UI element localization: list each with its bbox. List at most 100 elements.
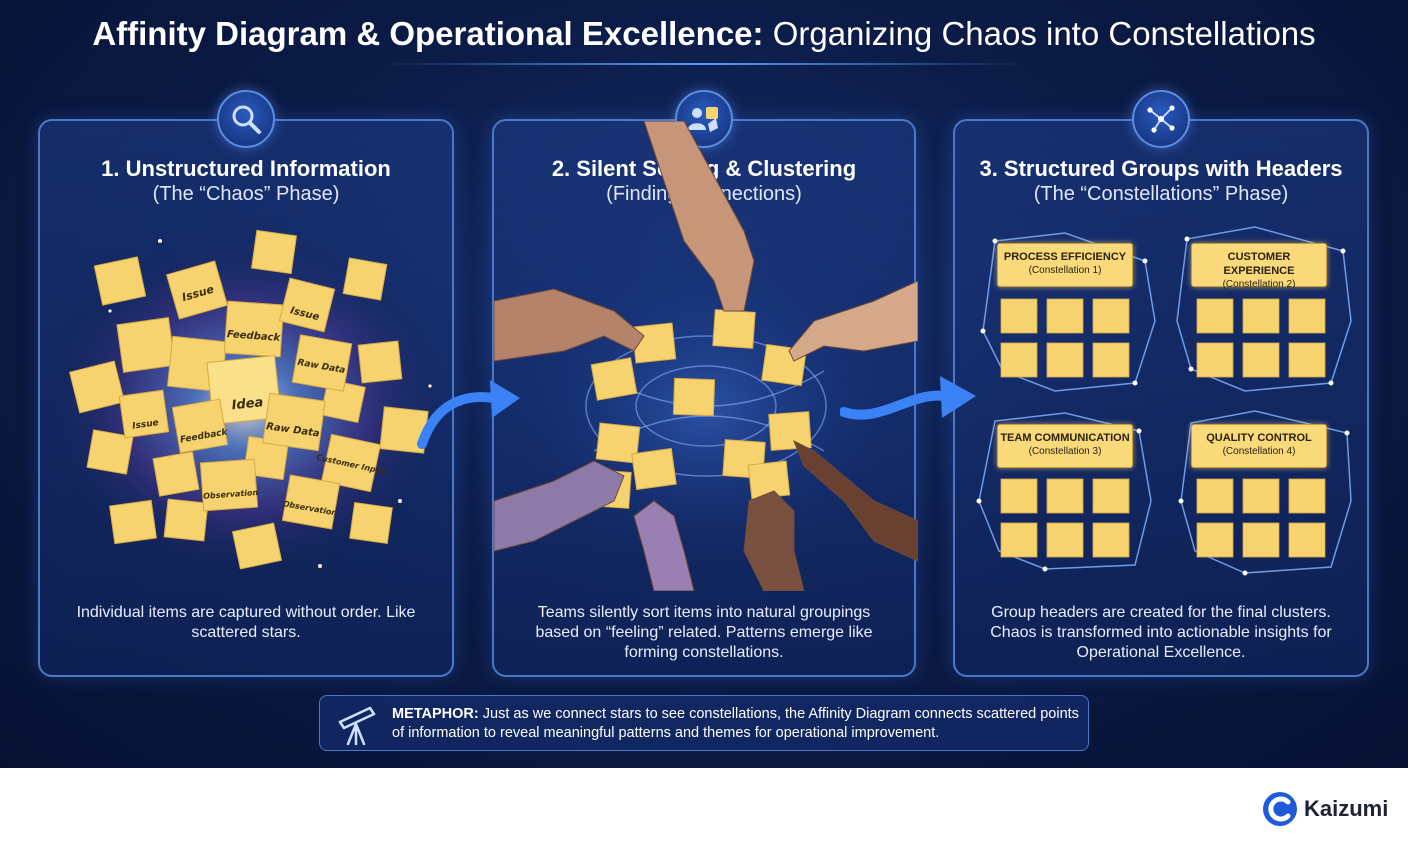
note-customer-input: Customer Input xyxy=(315,433,387,493)
star-node xyxy=(1042,566,1048,572)
sticky-note xyxy=(1242,478,1280,514)
sticky-note xyxy=(1196,298,1234,334)
hand xyxy=(633,500,695,591)
sticky-note xyxy=(1092,342,1130,378)
page-title: Affinity Diagram & Operational Excellenc… xyxy=(0,14,1408,54)
panel-1-subtitle: (The “Chaos” Phase) xyxy=(152,183,340,205)
sticky-note xyxy=(231,522,283,570)
sticky-note xyxy=(1046,522,1084,558)
sticky-note xyxy=(357,340,403,384)
sticky-note xyxy=(320,378,366,424)
star-node xyxy=(1142,258,1148,264)
telescope-icon xyxy=(338,706,376,746)
note-observation-2: Observation xyxy=(281,474,341,530)
sticky-note xyxy=(1092,522,1130,558)
hand xyxy=(793,439,918,562)
star-node xyxy=(1242,570,1248,576)
title-bold: Affinity Diagram & Operational Excellenc… xyxy=(92,15,764,52)
connection-ring xyxy=(585,335,827,477)
panel-unstructured: 1. Unstructured Information (The “Chaos”… xyxy=(38,90,454,677)
metaphor-body: Just as we connect stars to see constell… xyxy=(392,706,1079,741)
constellation-groups-scene xyxy=(976,226,1352,576)
star-node xyxy=(1184,236,1190,242)
sticky-note xyxy=(1288,298,1326,334)
star xyxy=(318,564,322,568)
metaphor-box: METAPHOR: Just as we connect stars to se… xyxy=(319,695,1089,751)
sticky-note xyxy=(86,429,134,475)
sticky-note xyxy=(163,498,209,542)
panel-structured: 3. Structured Groups with Headers (The “… xyxy=(953,90,1369,677)
note-feedback-2: Feedback xyxy=(171,398,229,454)
group-sub: (Constellation 3) xyxy=(1028,446,1102,457)
brand-mark: Kaizumi xyxy=(1262,790,1388,828)
sticky-note xyxy=(1288,478,1326,514)
star-node xyxy=(980,328,986,334)
group-sub: (Constellation 2) xyxy=(1222,279,1296,290)
star-node xyxy=(976,498,982,504)
metaphor-text: METAPHOR: Just as we connect stars to se… xyxy=(392,705,1082,743)
panel-3-subtitle: (The “Constellations” Phase) xyxy=(1033,183,1289,205)
group-header-customer-experience: CUSTOMER EXPERIENCE (Constellation 2) xyxy=(1191,243,1327,290)
sorting-scene xyxy=(494,121,918,591)
sticky-note xyxy=(1288,342,1326,378)
sticky-note xyxy=(1242,298,1280,334)
note-issue-3: Issue xyxy=(118,389,170,439)
note-label: Idea xyxy=(231,395,264,413)
sticky-note xyxy=(93,256,147,306)
arrow-icon xyxy=(417,380,520,449)
sticky-note xyxy=(631,447,677,491)
sticky-note xyxy=(1196,522,1234,558)
note-observation-1: Observation xyxy=(199,458,259,512)
constellation-icon xyxy=(1132,90,1190,148)
star-node xyxy=(1178,498,1184,504)
sticky-note xyxy=(1242,522,1280,558)
star-node xyxy=(1328,380,1334,386)
panel-sorting: 2. Silent Sorting & Clustering (Finding … xyxy=(492,90,918,677)
star-node xyxy=(1132,380,1138,386)
star-node xyxy=(1136,428,1142,434)
sticky-note xyxy=(1196,478,1234,514)
title-light: Organizing Chaos into Constellations xyxy=(772,15,1316,52)
sticky-note xyxy=(1046,298,1084,334)
title-divider xyxy=(380,63,1028,65)
arrow-icon xyxy=(840,376,976,420)
star xyxy=(158,239,162,243)
note-label: Observation xyxy=(203,488,259,501)
hand xyxy=(494,288,645,362)
sticky-note xyxy=(1046,478,1084,514)
star-node xyxy=(1344,430,1350,436)
hand xyxy=(643,121,755,312)
sticky-note xyxy=(590,357,638,401)
star-node xyxy=(1340,248,1346,254)
metaphor-label: METAPHOR: xyxy=(392,706,479,722)
sticky-note xyxy=(1000,342,1038,378)
sticky-note xyxy=(342,257,388,301)
sticky-note xyxy=(1092,298,1130,334)
group-header-quality-control: QUALITY CONTROL (Constellation 4) xyxy=(1191,424,1327,468)
sticky-note xyxy=(68,360,126,414)
sticky-note xyxy=(1242,342,1280,378)
hand xyxy=(743,490,805,591)
sticky-note xyxy=(1000,478,1038,514)
group-name: QUALITY CONTROL xyxy=(1206,432,1312,444)
star xyxy=(108,309,112,313)
panel-3-title: 3. Structured Groups with Headers xyxy=(979,156,1343,181)
sticky-note xyxy=(595,422,641,464)
group-sub: (Constellation 4) xyxy=(1222,446,1296,457)
infographic-canvas: Affinity Diagram & Operational Excellenc… xyxy=(0,0,1408,768)
constellation-outline xyxy=(982,232,1156,392)
magnifier-icon xyxy=(217,90,275,148)
sticky-note xyxy=(712,309,756,349)
group-name: TEAM COMMUNICATION xyxy=(1000,432,1130,444)
sticky-note xyxy=(152,451,200,497)
sticky-note xyxy=(1000,298,1038,334)
note-label: Issue xyxy=(132,418,160,432)
sticky-note xyxy=(768,411,812,451)
group-name: PROCESS EFFICIENCY xyxy=(1003,251,1127,263)
sticky-note xyxy=(116,317,176,373)
hand xyxy=(494,460,625,552)
star-node xyxy=(1188,366,1194,372)
sticky-note xyxy=(1092,478,1130,514)
group-name: CUSTOMER EXPERIENCE xyxy=(1223,251,1295,277)
brand-name: Kaizumi xyxy=(1304,796,1389,821)
